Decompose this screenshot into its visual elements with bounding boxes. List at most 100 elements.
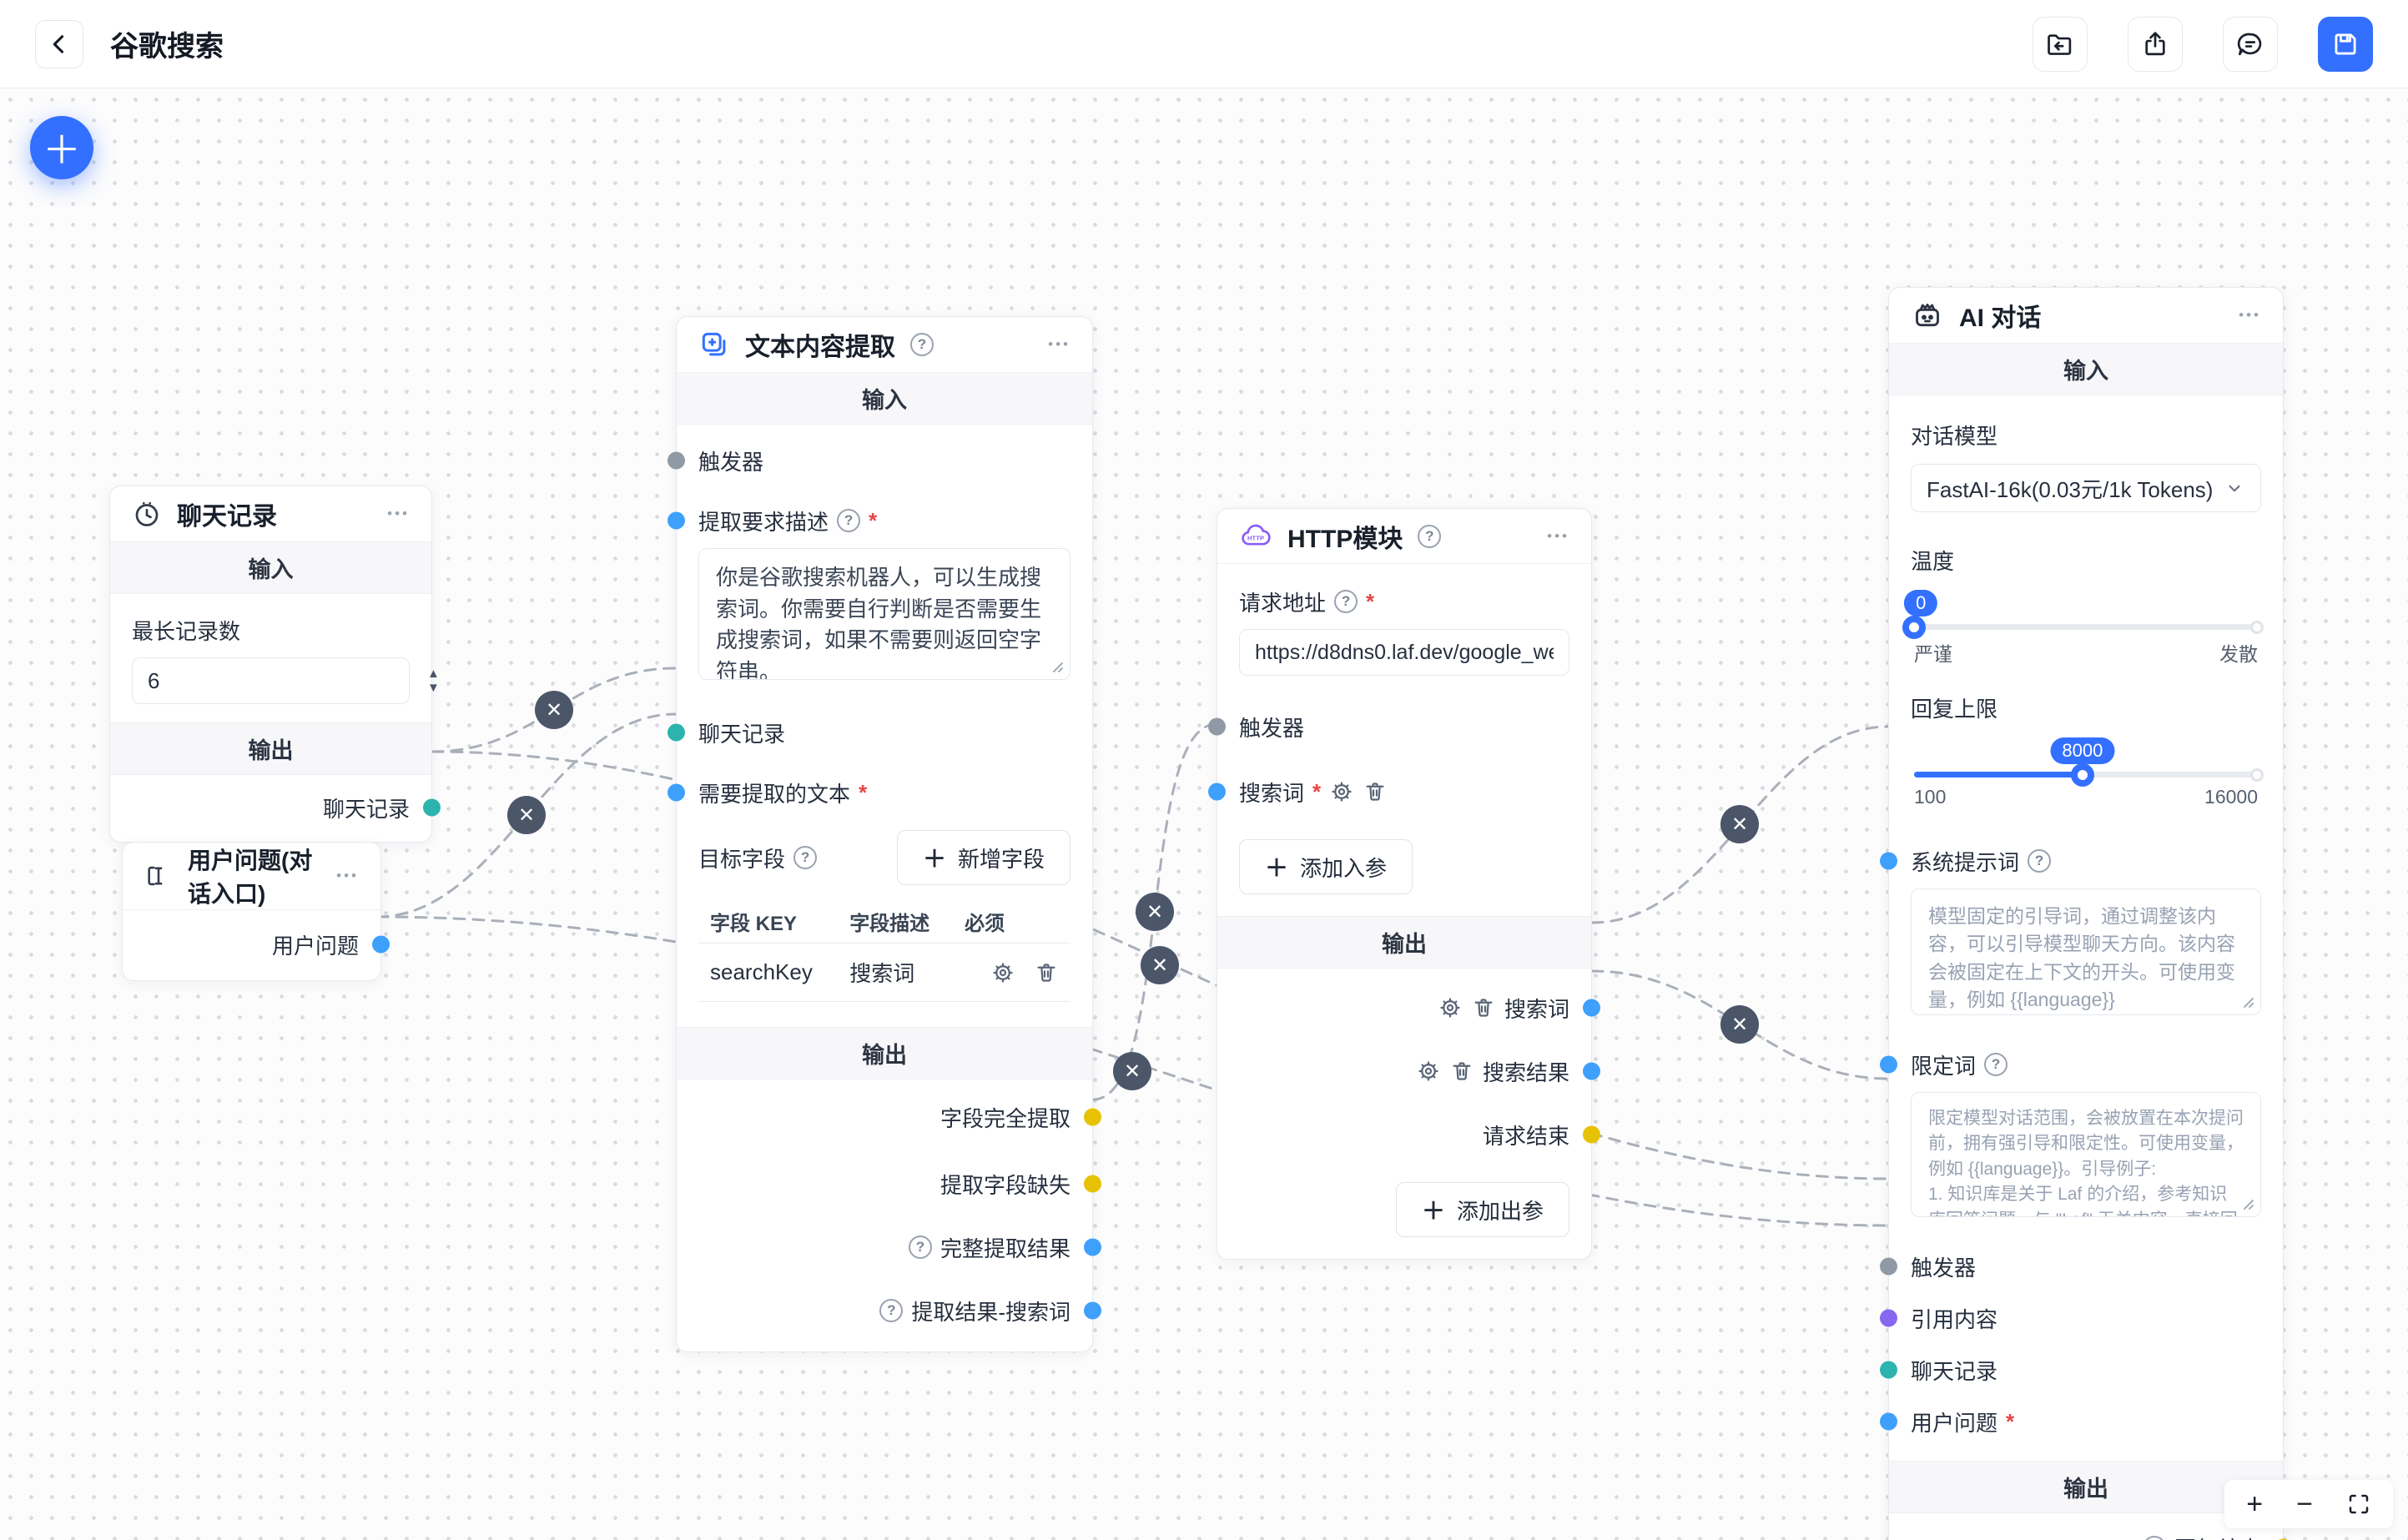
url-value[interactable]: [1255, 640, 1554, 665]
save-button[interactable]: [2318, 16, 2373, 72]
gear-icon[interactable]: [990, 960, 1015, 985]
port-in-trigger[interactable]: [667, 451, 685, 470]
port-in-limit[interactable]: [1880, 1055, 1897, 1074]
port-out-chat-history[interactable]: [423, 798, 441, 817]
port-out-complete-result[interactable]: [1084, 1238, 1101, 1256]
back-button[interactable]: [35, 19, 83, 68]
save-icon: [2335, 33, 2356, 55]
port-in-system-prompt[interactable]: [1880, 852, 1897, 870]
port-out-field-missing[interactable]: [1084, 1175, 1101, 1193]
trash-icon[interactable]: [1449, 1059, 1474, 1084]
target-fields-table: 字段 KEY 字段描述 必须 searchKey 搜索词: [698, 900, 1071, 1002]
input-row-quote: 引用内容: [1880, 1299, 2283, 1337]
flow-canvas[interactable]: ✕ ✕ ✕ ✕ ✕ ✕ ✕ ＋ 聊天记录 ••• 输入 最长记录数 ▲▼ 输出 …: [0, 89, 2408, 1540]
edge-delete-button[interactable]: ✕: [535, 691, 573, 729]
node-http[interactable]: HTTP HTTP模块 ? ••• 请求地址 ? * 触发器 搜索词 *: [1208, 508, 1600, 1260]
trash-icon[interactable]: [1034, 960, 1059, 985]
node-menu-button[interactable]: •••: [2239, 307, 2261, 323]
output-row-request-end: 请求结束: [1217, 1115, 1600, 1154]
output-row-answer: ? 回复结束: [1889, 1528, 2292, 1540]
url-input[interactable]: [1239, 629, 1569, 676]
extract-desc-textarea[interactable]: 你是谷歌搜索机器人，可以生成搜索词。你需要自行判断是否需要生成搜索词，如果不需要…: [698, 548, 1071, 680]
node-ai-chat[interactable]: AI 对话 ••• 输入 对话模型 FastAI-16k(0.03元/1k To…: [1880, 287, 2292, 1540]
edge-delete-button[interactable]: ✕: [1141, 946, 1179, 984]
port-out-request-end[interactable]: [1583, 1125, 1600, 1144]
trash-icon[interactable]: [1363, 779, 1388, 804]
step-down-icon[interactable]: ▼: [427, 681, 440, 695]
system-prompt-textarea[interactable]: [1911, 888, 2261, 1015]
temperature-value-badge: 0: [1904, 590, 1938, 617]
help-icon: ?: [1418, 524, 1442, 548]
trash-icon[interactable]: [1471, 995, 1496, 1020]
temperature-slider-handle[interactable]: [1902, 615, 1926, 639]
input-row-chat-history: 聊天记录: [1880, 1351, 2283, 1389]
col-key: 字段 KEY: [710, 913, 798, 935]
port-out-full-extract[interactable]: [1084, 1108, 1101, 1126]
max-records-input[interactable]: ▲▼: [132, 657, 440, 704]
port-in-search-key[interactable]: [1208, 783, 1226, 801]
zoom-out-button[interactable]: −: [2296, 1488, 2313, 1520]
reply-limit-slider-handle[interactable]: [2070, 762, 2094, 787]
edge-delete-button[interactable]: ✕: [1720, 1005, 1759, 1044]
target-fields-label: 目标字段: [698, 846, 786, 872]
node-chat-history[interactable]: 聊天记录 ••• 输入 最长记录数 ▲▼ 输出 聊天记录: [109, 486, 441, 843]
port-out-answer[interactable]: [2275, 1538, 2292, 1540]
port-in-extract-desc[interactable]: [667, 511, 685, 530]
output-band: 输出: [1217, 916, 1591, 969]
edge-delete-button[interactable]: ✕: [1136, 893, 1174, 931]
add-module-button[interactable]: ＋: [30, 116, 93, 179]
port-in-chat-history[interactable]: [667, 723, 685, 742]
port-in-source-text[interactable]: [667, 783, 685, 802]
edge-delete-button[interactable]: ✕: [1720, 805, 1759, 843]
port-out-search-key[interactable]: [1084, 1301, 1101, 1320]
zoom-in-button[interactable]: +: [2246, 1488, 2264, 1520]
step-up-icon[interactable]: ▲: [427, 667, 440, 681]
reply-limit-slider[interactable]: 8000: [1914, 737, 2264, 787]
number-stepper[interactable]: ▲▼: [427, 667, 440, 694]
port-out-search-result[interactable]: [1583, 1062, 1600, 1080]
import-button[interactable]: [2033, 16, 2088, 72]
gear-icon[interactable]: [1329, 779, 1354, 804]
model-select[interactable]: FastAI-16k(0.03元/1k Tokens): [1911, 464, 2261, 512]
output-band: 输出: [1889, 1461, 2283, 1513]
port-in-chat-history[interactable]: [1880, 1361, 1897, 1379]
node-text-extract[interactable]: 文本内容提取 ? ••• 输入 触发器 提取要求描述 ? * 你是谷歌搜索机器人…: [667, 316, 1101, 1352]
chevron-left-icon: [53, 34, 64, 53]
required-mark: *: [2006, 1408, 2015, 1434]
node-menu-button[interactable]: •••: [1048, 336, 1071, 352]
reply-limit-value-badge: 8000: [2050, 737, 2115, 764]
help-icon: ?: [1984, 1053, 2008, 1076]
gear-icon[interactable]: [1416, 1059, 1441, 1084]
node-menu-button[interactable]: •••: [1547, 527, 1569, 544]
svg-text:HTTP: HTTP: [1247, 534, 1264, 541]
node-menu-button[interactable]: •••: [387, 506, 410, 521]
gear-icon[interactable]: [1438, 995, 1463, 1020]
port-in-quote[interactable]: [1880, 1309, 1897, 1327]
add-input-button[interactable]: ＋ 添加入参: [1239, 839, 1413, 894]
temperature-slider[interactable]: 0: [1902, 590, 2264, 639]
required-mark: *: [869, 507, 878, 533]
reply-limit-label: 回复上限: [1911, 696, 1998, 722]
output-label: 完整提取结果: [940, 1236, 1071, 1261]
reply-limit-range-labels: 100 16000: [1914, 786, 2258, 808]
port-in-trigger[interactable]: [1208, 717, 1226, 736]
node-menu-button[interactable]: •••: [336, 868, 359, 883]
question-label: 用户问题: [1911, 1410, 1998, 1436]
export-button[interactable]: [2128, 16, 2183, 72]
add-output-button[interactable]: ＋ 添加出参: [1395, 1182, 1569, 1237]
port-out-user-question[interactable]: [372, 935, 390, 954]
model-label-row: 对话模型: [1889, 415, 2283, 454]
fullscreen-icon[interactable]: [2346, 1492, 2371, 1517]
system-prompt-label-row: 系统提示词 ?: [1880, 842, 2283, 880]
node-user-question[interactable]: 用户问题(对话入口) ••• 用户问题: [122, 842, 390, 981]
max-records-value[interactable]: [148, 667, 427, 694]
edge-delete-button[interactable]: ✕: [507, 796, 546, 834]
limit-textarea[interactable]: [1911, 1092, 2261, 1217]
add-field-button[interactable]: ＋ 新增字段: [896, 830, 1071, 885]
edge-delete-button[interactable]: ✕: [1113, 1052, 1151, 1090]
param-label: 搜索词: [1239, 780, 1305, 806]
port-out-search-key[interactable]: [1583, 999, 1600, 1017]
port-in-user-question[interactable]: [1880, 1412, 1897, 1431]
chat-test-button[interactable]: [2223, 16, 2278, 72]
port-in-trigger[interactable]: [1880, 1257, 1897, 1276]
